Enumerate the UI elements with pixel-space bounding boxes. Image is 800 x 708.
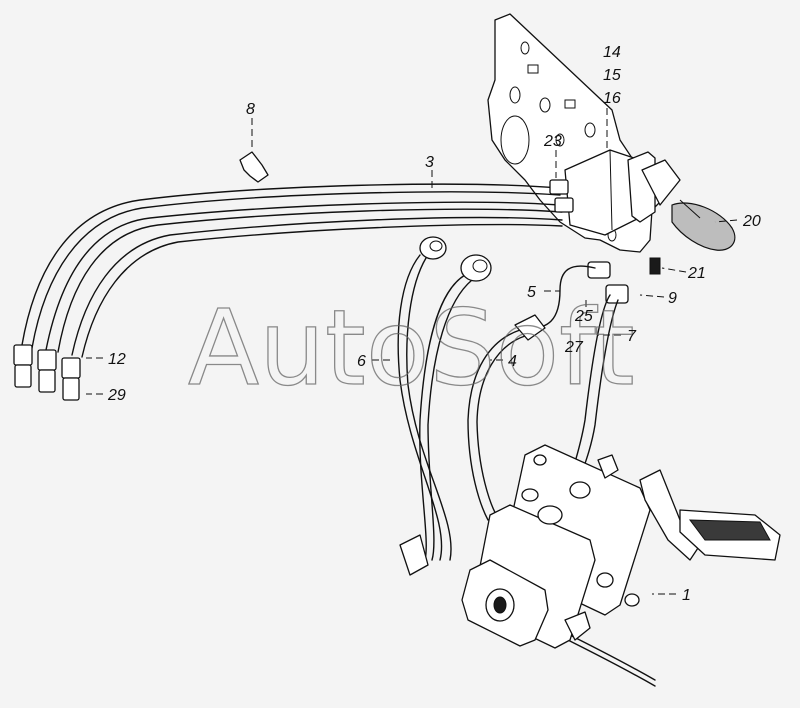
- clip-part: [239, 151, 269, 183]
- callout-21: 21: [687, 265, 706, 282]
- watermark-text: AutoSoft: [188, 287, 635, 409]
- callout-3: 3: [425, 154, 434, 171]
- callout-27: 27: [564, 339, 584, 356]
- hose-lines: [397, 254, 656, 687]
- left-fittings: [13, 344, 81, 401]
- callout-6: 6: [357, 353, 366, 370]
- callout-20: 20: [742, 213, 761, 230]
- callout-4: 4: [508, 353, 517, 370]
- callout-7: 7: [627, 328, 637, 345]
- callout-labels: 1 3 4 5 6 7 8 9 12 14 15 16 20 21 23 25 …: [107, 44, 761, 604]
- callout-16: 16: [603, 90, 621, 107]
- hose-end-fittings: [399, 236, 546, 576]
- bracket-fittings: [549, 179, 661, 304]
- callout-5: 5: [527, 284, 536, 301]
- brake-pedal: [639, 469, 781, 561]
- leader-lines: [86, 108, 738, 595]
- callout-23: 23: [543, 133, 562, 150]
- callout-25: 25: [574, 308, 593, 325]
- tube-bundle: [21, 183, 563, 358]
- callout-9: 9: [668, 290, 677, 307]
- control-valve-unit: [564, 149, 656, 236]
- callout-29: 29: [107, 387, 126, 404]
- callout-15: 15: [603, 67, 621, 84]
- callout-8: 8: [246, 101, 255, 118]
- callout-12: 12: [108, 351, 126, 368]
- handle-knob: [641, 159, 736, 251]
- brake-valve: [461, 444, 651, 649]
- callout-1: 1: [682, 587, 691, 604]
- callout-14: 14: [603, 44, 621, 61]
